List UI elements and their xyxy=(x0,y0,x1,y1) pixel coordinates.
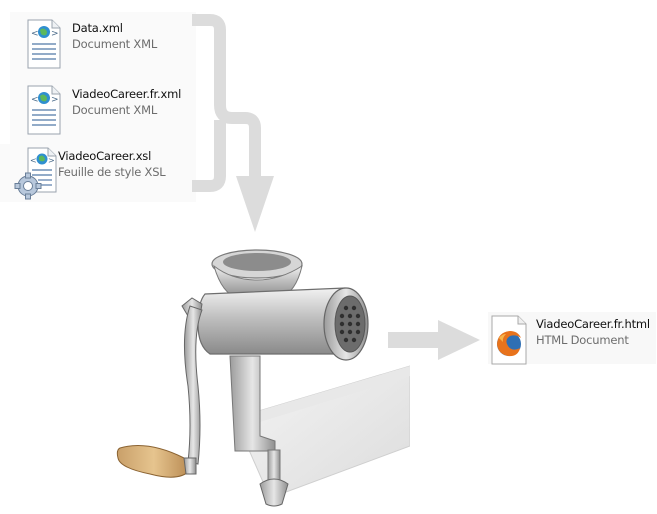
file-name: ViadeoCareer.fr.html xyxy=(536,317,650,331)
svg-text:>: > xyxy=(51,29,59,39)
svg-text:>: > xyxy=(51,95,59,105)
file-type: Document XML xyxy=(72,37,158,51)
firefox-html-icon xyxy=(490,314,530,366)
file-viadeocareer-xsl[interactable]: < > ViadeoCareer.xsl Feuille de style X xyxy=(0,144,196,202)
file-type: HTML Document xyxy=(536,333,629,347)
file-name: ViadeoCareer.fr.xml xyxy=(72,87,182,101)
file-name: ViadeoCareer.xsl xyxy=(58,149,152,163)
xml-document-icon: < > xyxy=(24,84,64,136)
svg-text:<: < xyxy=(31,29,39,39)
xsl-stylesheet-icon: < > xyxy=(14,146,57,200)
merge-arrow xyxy=(192,14,274,232)
svg-text:<: < xyxy=(30,156,37,165)
file-type: Feuille de style XSL xyxy=(58,165,166,179)
meat-grinder-illustration xyxy=(116,249,410,507)
file-viadeocareer-fr-html[interactable]: ViadeoCareer.fr.html HTML Document xyxy=(488,312,656,366)
file-viadeocareer-fr-xml[interactable]: < > ViadeoCareer.fr.xml Document XML xyxy=(10,78,196,144)
file-name: Data.xml xyxy=(72,21,123,35)
file-type: Document XML xyxy=(72,103,158,117)
file-data-xml[interactable]: < > Data.xml Document XML xyxy=(10,12,196,78)
xml-document-icon: < > xyxy=(24,18,64,70)
svg-text:<: < xyxy=(31,95,39,105)
output-arrow xyxy=(388,320,480,360)
svg-text:>: > xyxy=(48,156,55,165)
